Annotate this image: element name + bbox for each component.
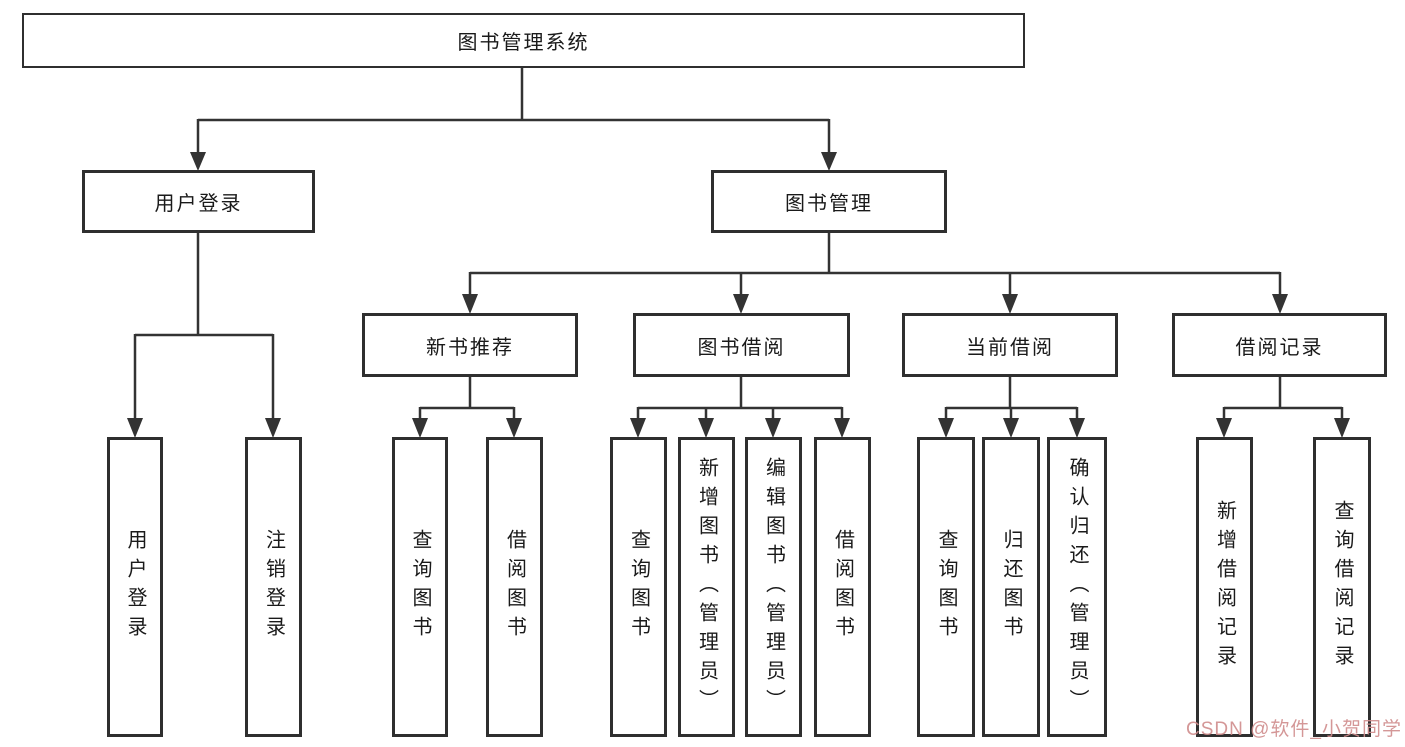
leaf-edit-books-admin: 编辑图书（管理员）: [745, 437, 802, 737]
leaf-label: 借阅图书: [831, 529, 854, 645]
leaf-confirm-return-admin: 确认归还（管理员）: [1047, 437, 1107, 737]
leaf-return-books: 归还图书: [982, 437, 1040, 737]
node-book-borrowing: 图书借阅: [633, 313, 850, 377]
leaf-logout: 注销登录: [245, 437, 302, 737]
node-user-login-module: 用户登录: [82, 170, 315, 233]
leaf-add-borrow-record: 新增借阅记录: [1196, 437, 1253, 737]
node-borrowing-records: 借阅记录: [1172, 313, 1387, 377]
leaf-label: 新增图书（管理员）: [695, 456, 718, 718]
arrowhead-icons: [127, 152, 1350, 438]
leaf-label: 编辑图书（管理员）: [762, 456, 785, 718]
leaf-label: 确认归还（管理员）: [1066, 456, 1088, 718]
leaf-label: 查询借阅记录: [1331, 500, 1353, 674]
leaf-label: 借阅图书: [503, 529, 526, 645]
node-label: 图书管理系统: [457, 32, 590, 54]
node-book-management-module: 图书管理: [711, 170, 947, 233]
leaf-label: 查询图书: [409, 529, 431, 645]
node-current-borrowing: 当前借阅: [902, 313, 1118, 377]
node-label: 图书管理: [785, 193, 873, 215]
leaf-label: 用户登录: [124, 529, 146, 645]
leaf-query-books-recommend: 查询图书: [392, 437, 448, 737]
leaf-query-borrow-record: 查询借阅记录: [1313, 437, 1371, 737]
csdn-watermark: CSDN @软件_小贺同学: [1186, 719, 1402, 740]
leaf-label: 查询图书: [627, 529, 650, 645]
leaf-borrow-books-recommend: 借阅图书: [486, 437, 543, 737]
leaf-query-books-current: 查询图书: [917, 437, 975, 737]
leaf-user-login: 用户登录: [107, 437, 163, 737]
leaf-borrow-books: 借阅图书: [814, 437, 871, 737]
node-label: 图书借阅: [697, 336, 786, 359]
leaf-query-books-borrow: 查询图书: [610, 437, 667, 737]
leaf-add-books-admin: 新增图书（管理员）: [678, 437, 735, 737]
node-label: 当前借阅: [966, 336, 1054, 359]
leaf-label: 新增借阅记录: [1213, 500, 1236, 674]
node-new-book-recommendation: 新书推荐: [362, 313, 578, 377]
leaf-label: 查询图书: [935, 529, 957, 645]
node-library-management-system: 图书管理系统: [22, 13, 1025, 68]
node-label: 借阅记录: [1235, 336, 1324, 359]
node-label: 新书推荐: [426, 336, 514, 359]
leaf-label: 注销登录: [262, 529, 285, 645]
node-label: 用户登录: [154, 193, 243, 215]
leaf-label: 归还图书: [1000, 529, 1022, 645]
